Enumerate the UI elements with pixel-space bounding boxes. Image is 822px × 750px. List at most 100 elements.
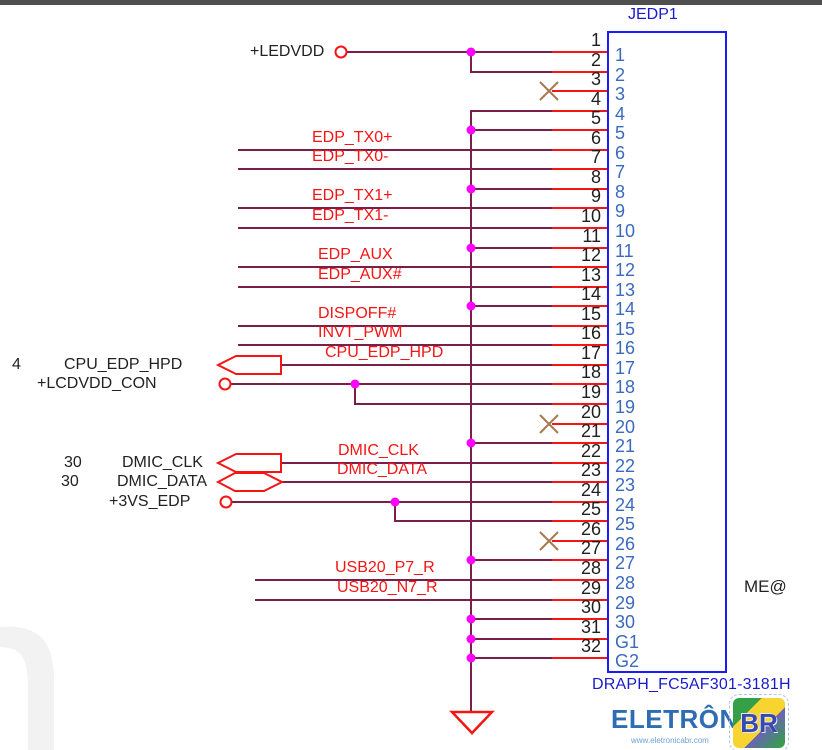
pin-name: 11 xyxy=(615,241,634,261)
junction-dot xyxy=(466,47,476,57)
net-label: DMIC_DATA xyxy=(337,461,428,478)
top-border-bar xyxy=(0,0,822,5)
pin-stub xyxy=(552,247,608,249)
pin-stub xyxy=(552,618,608,620)
pin-name: 3 xyxy=(615,84,626,104)
pin-name: 9 xyxy=(615,201,626,221)
wire-segment xyxy=(470,71,552,73)
wire-segment xyxy=(470,51,472,73)
signal-side-label: 30 xyxy=(64,454,82,471)
pin-number: 28 xyxy=(580,558,601,578)
pin-stub xyxy=(552,540,608,542)
pin-number: 4 xyxy=(590,89,601,109)
pin-name: G2 xyxy=(615,651,640,671)
wire-segment xyxy=(238,286,552,288)
offpage-arrow-cpu-edp-hpd xyxy=(215,355,282,375)
pin-number: 3 xyxy=(590,69,601,89)
net-label: USB20_P7_R xyxy=(335,559,435,576)
pin-name: 1 xyxy=(615,45,626,65)
wire-segment xyxy=(282,481,552,483)
pin-stub xyxy=(552,481,608,483)
wire-segment xyxy=(354,403,552,405)
no-connect-x-icon xyxy=(539,81,559,101)
pin-stub xyxy=(552,305,608,307)
net-label: DMIC_CLK xyxy=(338,442,419,459)
pin-stub xyxy=(552,90,608,92)
pin-number: 15 xyxy=(580,304,601,324)
pin-number: 20 xyxy=(580,402,601,422)
connector-designator: JEDP1 xyxy=(628,6,678,23)
wire-segment xyxy=(347,51,552,53)
pin-name: 22 xyxy=(615,456,636,476)
pin-number: 8 xyxy=(590,167,601,187)
pin-name: 21 xyxy=(615,436,636,456)
net-label: EDP_AUX xyxy=(318,246,393,263)
wire-segment xyxy=(470,618,552,620)
junction-dot xyxy=(466,301,476,311)
pin-number: 6 xyxy=(590,128,601,148)
pin-number: 7 xyxy=(590,147,601,167)
pin-number: 16 xyxy=(580,323,601,343)
pin-stub xyxy=(552,71,608,73)
eletronicabr-logo: ELETRÔNICA BR www.eletronicabr.com xyxy=(611,694,821,750)
pin-stub xyxy=(552,501,608,503)
wire-segment xyxy=(238,344,552,346)
pin-name: 12 xyxy=(615,260,636,280)
wire-segment xyxy=(281,364,552,366)
net-label: EDP_TX0+ xyxy=(312,129,393,146)
pin-stub xyxy=(552,188,608,190)
pin-name: 19 xyxy=(615,397,636,417)
pin-name: 8 xyxy=(615,182,626,202)
pin-name: 24 xyxy=(615,495,636,515)
pin-stub xyxy=(552,168,608,170)
pin-number: 26 xyxy=(580,519,601,539)
pin-stub xyxy=(552,579,608,581)
pin-number: 9 xyxy=(590,186,601,206)
ground-symbol-icon xyxy=(449,710,495,735)
wire-segment xyxy=(238,168,552,170)
schematic-note: ME@ xyxy=(744,577,787,596)
net-label: EDP_AUX# xyxy=(318,266,402,283)
pin-stub xyxy=(552,423,608,425)
pin-name: 30 xyxy=(615,612,636,632)
pin-stub xyxy=(552,266,608,268)
signal-side-label: DMIC_CLK xyxy=(122,454,203,471)
wire-segment xyxy=(255,579,552,581)
pin-number: 1 xyxy=(590,30,601,50)
pin-stub xyxy=(552,638,608,640)
pin-name: 28 xyxy=(615,573,636,593)
signal-side-label: CPU_EDP_HPD xyxy=(64,356,183,373)
pin-stub xyxy=(552,286,608,288)
pin-number: 10 xyxy=(580,206,601,226)
pin-number: 14 xyxy=(580,284,601,304)
pin-number: 17 xyxy=(580,343,601,363)
pin-stub xyxy=(552,51,608,53)
junction-dot xyxy=(466,653,476,663)
signal-side-label: 4 xyxy=(12,356,21,373)
wire-segment xyxy=(394,501,396,522)
pin-stub xyxy=(552,344,608,346)
wire-segment xyxy=(470,110,552,112)
offpage-arrow-dmic-clk xyxy=(215,453,282,473)
pin-number: 5 xyxy=(590,108,601,128)
wire-segment xyxy=(470,247,552,249)
pin-number: 30 xyxy=(580,597,601,617)
net-label: CPU_EDP_HPD xyxy=(325,344,444,361)
pin-name: 5 xyxy=(615,123,626,143)
offpage-arrow-dmic-data xyxy=(215,472,285,492)
terminal-circle-icon xyxy=(219,495,233,509)
connector-part-number: DRAPH_FC5AF301-3181H xyxy=(592,676,791,693)
wire-segment xyxy=(281,462,552,464)
pin-number: 18 xyxy=(580,362,601,382)
wire-segment xyxy=(231,383,552,385)
pin-name: 2 xyxy=(615,65,626,85)
net-label: INVT_PWM xyxy=(318,324,403,341)
wire-segment xyxy=(238,207,552,209)
pin-stub xyxy=(552,325,608,327)
signal-side-label: +LEDVDD xyxy=(250,43,325,60)
pin-number: 29 xyxy=(580,578,601,598)
wire-segment xyxy=(255,599,552,601)
pin-stub xyxy=(552,442,608,444)
pin-number: 13 xyxy=(580,265,601,285)
